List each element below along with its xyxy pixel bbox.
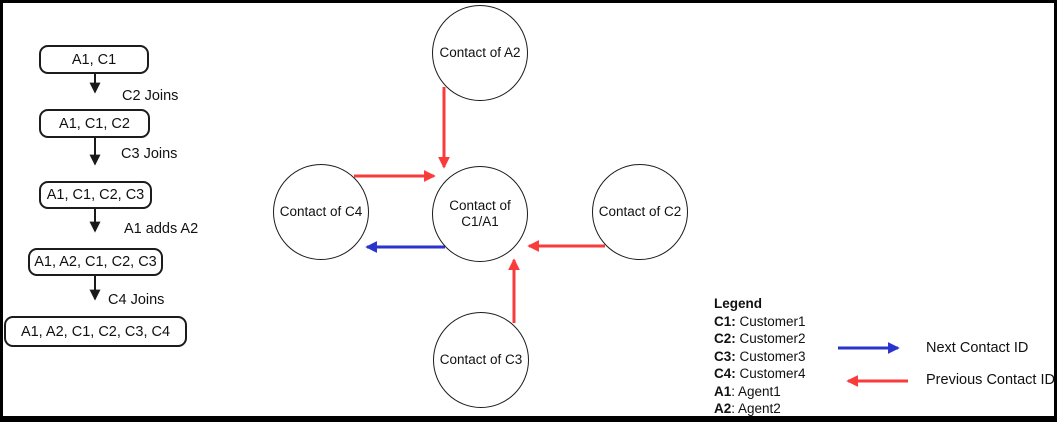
legend-item-key: A1 xyxy=(714,383,732,399)
legend-item-value: : Agent2 xyxy=(731,401,781,416)
contact-node-label: Contact of C3 xyxy=(439,352,523,367)
flowchart-box: A1, A2, C1, C2, C3 xyxy=(28,248,163,276)
legend-item-value: Customer3 xyxy=(735,348,806,364)
legend-item: C1: Customer1 xyxy=(714,313,806,331)
legend-item-value: : Agent1 xyxy=(731,383,781,399)
legend-item: C2: Customer2 xyxy=(714,330,806,348)
contact-node-label: Contact of C2 xyxy=(598,204,682,219)
legend-previous-arrow-label: Previous Contact ID xyxy=(926,372,1055,388)
flowchart-box: A1, A2, C1, C2, C3, C4 xyxy=(4,316,187,347)
legend-item-key: C4: xyxy=(714,366,736,381)
legend-item-key: C1: xyxy=(714,313,736,329)
flowchart-box: A1, C1 xyxy=(39,45,149,74)
legend-item-value: Customer4 xyxy=(735,366,806,381)
contact-node-label: Contact of A2 xyxy=(439,45,521,60)
contact-node-c4: Contact of C4 xyxy=(273,164,369,260)
contact-node-c2: Contact of C2 xyxy=(592,164,688,260)
flowchart-step-label: C4 Joins xyxy=(108,292,165,308)
flowchart-step-label: C3 Joins xyxy=(121,146,178,162)
legend-item: C4: Customer4 xyxy=(714,365,806,383)
contact-node-c3: Contact of C3 xyxy=(433,312,529,408)
legend-title: Legend xyxy=(714,296,763,311)
legend-item: A1: Agent1 xyxy=(714,383,806,401)
legend-item-key: C3: xyxy=(714,348,736,364)
legend-item-value: Customer2 xyxy=(735,331,806,346)
flowchart-step-label: A1 adds A2 xyxy=(124,221,199,237)
contact-node-label: Contact of xyxy=(449,198,511,213)
contact-node-label: Contact of C4 xyxy=(279,204,363,219)
flowchart-box: A1, C1, C2, C3 xyxy=(39,181,152,209)
legend-item-key: A2 xyxy=(714,401,732,416)
legend-item-value: Customer1 xyxy=(735,313,806,329)
legend-item: C3: Customer3 xyxy=(714,348,806,366)
contact-node-label: C1/A1 xyxy=(461,214,499,229)
flowchart-box: A1, C1, C2 xyxy=(39,109,150,138)
legend-item-key: C2: xyxy=(714,331,736,346)
legend-next-arrow-label: Next Contact ID xyxy=(926,340,1029,356)
contact-node-a2: Contact of A2 xyxy=(432,5,528,101)
legend-item: A2: Agent2 xyxy=(714,400,806,418)
flowchart-step-label: C2 Joins xyxy=(122,88,179,104)
